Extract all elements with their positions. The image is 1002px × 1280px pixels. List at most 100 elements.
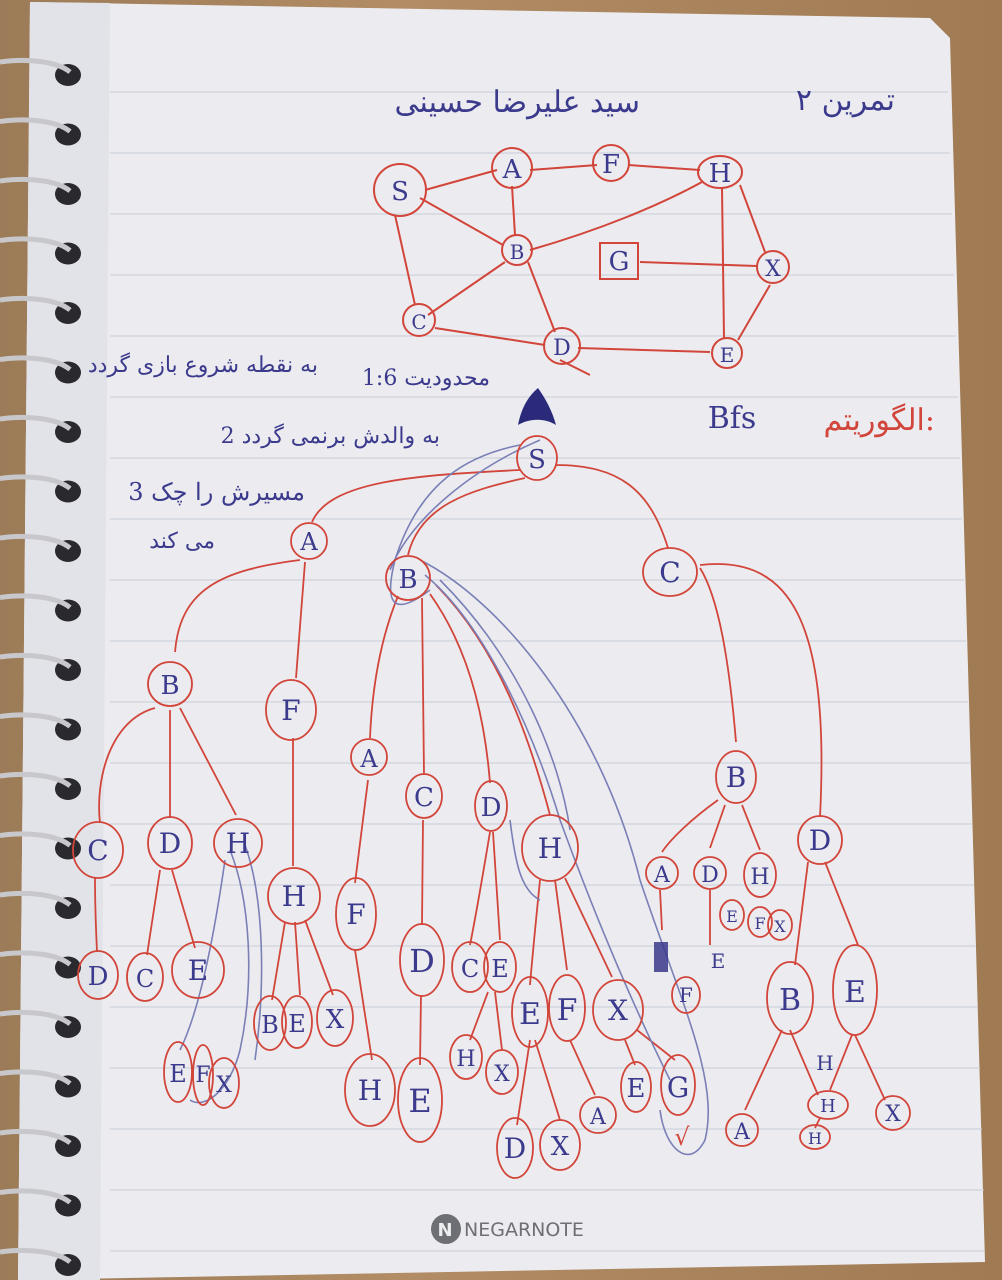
- tree-l4-bhxg-goal: G: [667, 1071, 689, 1104]
- graph-edges: [394, 164, 771, 376]
- crossed-out-mark: [654, 942, 668, 972]
- spiral-ring: [0, 1247, 81, 1276]
- tree-edges: [94, 464, 886, 1129]
- state-graph: S A F H B G X C D E: [373, 144, 790, 376]
- graph-node-shapes: [373, 144, 790, 369]
- tree-l4-afhe: E: [288, 1010, 306, 1038]
- algo-label: الگوریتم:: [823, 403, 935, 438]
- start-arrow-icon: [518, 388, 556, 425]
- spiral-ring: [0, 950, 81, 979]
- tree-l4-bhex: X: [551, 1132, 570, 1162]
- note-line1-label: محدودیت 1:6: [362, 366, 490, 391]
- spiral-ring: [0, 1069, 81, 1098]
- tree-l3-cbd: D: [701, 863, 719, 888]
- spiral-ring: [0, 1009, 81, 1038]
- graph-node-x: X: [765, 257, 781, 282]
- tree-l3-cde: E: [844, 975, 866, 1010]
- tree-l3-afh: H: [282, 880, 306, 913]
- tree-l3-abc: C: [87, 834, 108, 867]
- tree-l3-bde: E: [491, 955, 509, 983]
- tree-l1-a: A: [299, 528, 318, 556]
- tree-l4-bafh: H: [358, 1074, 382, 1107]
- graph-node-d: D: [553, 336, 571, 361]
- spiral-ring: [0, 117, 81, 146]
- tree-l3-cbh: H: [750, 865, 769, 890]
- graph-node-s: S: [391, 177, 409, 207]
- tree-l4-bhed: D: [504, 1132, 526, 1165]
- goal-check-mark: √: [674, 1123, 690, 1151]
- brand-name: NEGARNOTE: [464, 1219, 584, 1241]
- tree-l4-cbhf: F: [754, 914, 765, 933]
- header-name: سید علیرضا حسینی: [395, 85, 640, 120]
- spiral-ring: [0, 712, 81, 741]
- tree-l3-baf: F: [346, 898, 365, 931]
- tree-l3-cba: A: [653, 863, 671, 888]
- tree-l4-bcde: E: [408, 1082, 431, 1120]
- notebook-paper: [18, 2, 985, 1280]
- tree-l1-b: B: [398, 565, 417, 595]
- note-line1-text: به نقطه شروع بازی گردد: [88, 352, 318, 378]
- note-line3a: 3 مسیرش را چک: [128, 478, 305, 506]
- tree-l4-cbaf: F: [679, 983, 693, 1007]
- spiral-ring: [0, 295, 81, 324]
- tree-l3-bdc: C: [461, 955, 479, 983]
- tree-l4-abdc: C: [136, 965, 154, 993]
- algo-value: Bfs: [708, 401, 757, 436]
- graph-node-b: B: [510, 240, 525, 264]
- spiral-ring: [0, 176, 81, 205]
- spiral-ring: [0, 57, 81, 86]
- tree-l2-af: F: [281, 694, 300, 727]
- tree-l4-abhx: X: [216, 1073, 232, 1098]
- tree-l4-cdeh: H: [816, 1051, 833, 1075]
- tree-node-shapes: [72, 435, 911, 1179]
- tree-l3-bhf: F: [557, 993, 578, 1028]
- note-line2: 2 به والدش برنمی گردد: [221, 423, 440, 449]
- tree-l5-cdbhh: H: [808, 1129, 822, 1148]
- spiral-ring: [0, 593, 81, 622]
- tree-l4-abde: E: [188, 954, 208, 987]
- tree-l4-bhfa: A: [589, 1105, 607, 1130]
- tree-l4-abhf: F: [195, 1063, 210, 1088]
- spiral-ring: [0, 652, 81, 681]
- header-exercise: تمرین ۲: [796, 83, 895, 118]
- graph-node-f: F: [602, 150, 620, 180]
- tree-l2-bd: D: [481, 793, 502, 823]
- graph-node-g: G: [609, 247, 630, 277]
- tree-l3-cdb: B: [779, 983, 801, 1018]
- spiral-ring: [0, 1188, 81, 1217]
- spiral-ring: [0, 355, 81, 384]
- brand-footer: N NEGARNOTE: [431, 1214, 584, 1244]
- tree-l3-bhe: E: [519, 997, 541, 1032]
- tree-l4-cbhe: E: [726, 907, 738, 926]
- tree-l4-abcd: D: [88, 962, 109, 992]
- spiral-ring: [0, 533, 81, 562]
- tree-l4-bdeh: H: [456, 1047, 475, 1072]
- tree-root-s: S: [528, 445, 546, 475]
- spiral-ring: [0, 474, 81, 503]
- tree-l4-bdex: X: [494, 1062, 510, 1087]
- note-line3b: می کند: [149, 529, 215, 554]
- spiral-ring: [0, 771, 81, 800]
- search-tree: S A B C B F A C D H B D C D H H F D C E …: [72, 435, 911, 1179]
- tree-l3-bhx: X: [608, 994, 628, 1027]
- tree-l3-abh: H: [226, 827, 250, 860]
- tree-l4-bhxe: E: [627, 1074, 646, 1104]
- tree-l2-bh: H: [538, 832, 562, 865]
- tree-l4-cdex: X: [885, 1102, 901, 1127]
- tree-l4-cdbh: H: [820, 1096, 836, 1117]
- tree-l4-afhx: X: [326, 1005, 345, 1035]
- tree-l2-bc: C: [414, 783, 434, 813]
- tree-l2-ab: B: [160, 671, 179, 701]
- tree-l2-ba: A: [359, 745, 378, 773]
- tree-l4-cbde: E: [711, 949, 726, 973]
- spiral-ring: [0, 1128, 81, 1157]
- tree-l1-c: C: [659, 556, 680, 589]
- brand-logo-icon: [431, 1214, 461, 1244]
- tree-l4-afhb: B: [261, 1011, 279, 1039]
- graph-node-a: A: [502, 155, 523, 185]
- spiral-binding: [0, 57, 81, 1276]
- tree-l2-cd: D: [809, 824, 831, 857]
- ruled-lines: [110, 91, 985, 1252]
- notes: محدودیت 1:6 به نقطه شروع بازی گردد 2 به …: [88, 352, 935, 554]
